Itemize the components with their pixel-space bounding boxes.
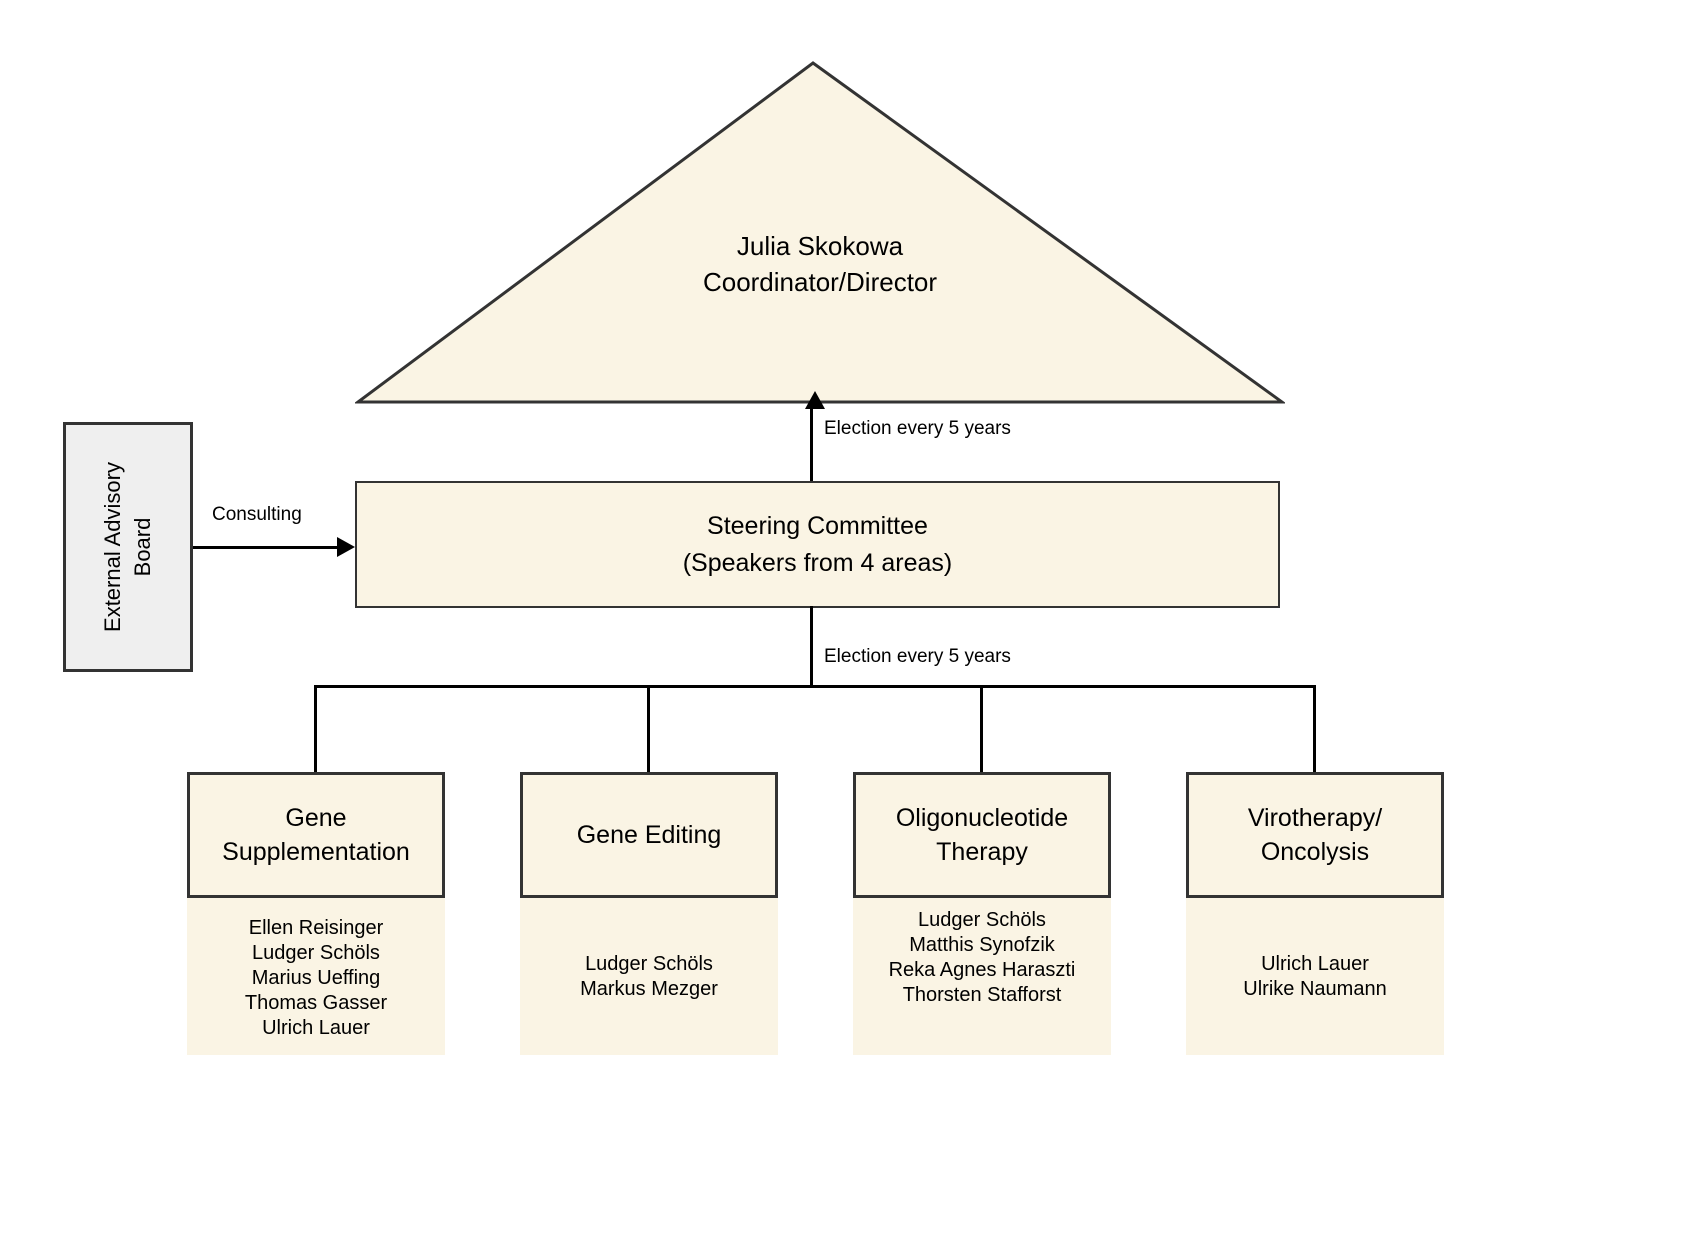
area-column-oligonucleotide-therapy: Oligonucleotide Therapy Ludger Schöls Ma… bbox=[853, 772, 1111, 1055]
area-members-oligonucleotide-therapy: Ludger Schöls Matthis Synofzik Reka Agne… bbox=[853, 898, 1111, 1055]
area-drop-line-3 bbox=[980, 685, 983, 773]
area-title: Oligonucleotide Therapy bbox=[895, 804, 1069, 866]
election-director-arrowhead bbox=[805, 391, 825, 409]
external-advisory-board-label: External Advisory Board bbox=[100, 462, 155, 632]
consulting-line bbox=[193, 546, 341, 549]
area-box-virotherapy-oncolysis[interactable]: Virotherapy/ Oncolysis bbox=[1186, 772, 1444, 898]
areas-bus-line bbox=[314, 685, 1314, 688]
area-column-virotherapy-oncolysis: Virotherapy/ Oncolysis Ulrich Lauer Ulri… bbox=[1186, 772, 1444, 1055]
area-members-text: Ulrich Lauer Ulrike Naumann bbox=[1243, 952, 1387, 1000]
area-box-gene-editing[interactable]: Gene Editing bbox=[520, 772, 778, 898]
election-director-label: Election every 5 years bbox=[824, 418, 1011, 439]
area-members-text: Ellen Reisinger Ludger Schöls Marius Uef… bbox=[244, 917, 388, 1039]
area-members-text: Ludger Schöls Markus Mezger bbox=[580, 952, 718, 1000]
area-title: Gene Supplementation bbox=[222, 804, 410, 866]
area-title: Virotherapy/ Oncolysis bbox=[1247, 804, 1383, 866]
election-director-line bbox=[810, 404, 813, 482]
area-box-oligonucleotide-therapy[interactable]: Oligonucleotide Therapy bbox=[853, 772, 1111, 898]
area-drop-line-1 bbox=[314, 685, 317, 773]
area-box-gene-supplementation[interactable]: Gene Supplementation bbox=[187, 772, 445, 898]
external-advisory-board-box[interactable]: External Advisory Board bbox=[63, 422, 193, 672]
consulting-arrowhead bbox=[337, 537, 355, 557]
area-title: Gene Editing bbox=[576, 821, 722, 849]
area-column-gene-supplementation: Gene Supplementation Ellen Reisinger Lud… bbox=[187, 772, 445, 1055]
consulting-label: Consulting bbox=[212, 504, 302, 525]
steering-committee-box[interactable]: Steering Committee (Speakers from 4 area… bbox=[355, 481, 1280, 608]
election-areas-line bbox=[810, 606, 813, 686]
area-members-text: Ludger Schöls Matthis Synofzik Reka Agne… bbox=[888, 909, 1076, 1006]
area-column-gene-editing: Gene Editing Ludger Schöls Markus Mezger bbox=[520, 772, 778, 1055]
area-members-gene-editing: Ludger Schöls Markus Mezger bbox=[520, 898, 778, 1055]
area-members-virotherapy-oncolysis: Ulrich Lauer Ulrike Naumann bbox=[1186, 898, 1444, 1055]
steering-committee-label: Steering Committee (Speakers from 4 area… bbox=[682, 511, 953, 577]
area-members-gene-supplementation: Ellen Reisinger Ludger Schöls Marius Uef… bbox=[187, 898, 445, 1055]
area-drop-line-4 bbox=[1313, 685, 1316, 773]
election-areas-label: Election every 5 years bbox=[824, 646, 1011, 667]
area-drop-line-2 bbox=[647, 685, 650, 773]
director-label: Julia Skokowa Coordinator/Director bbox=[702, 231, 938, 297]
